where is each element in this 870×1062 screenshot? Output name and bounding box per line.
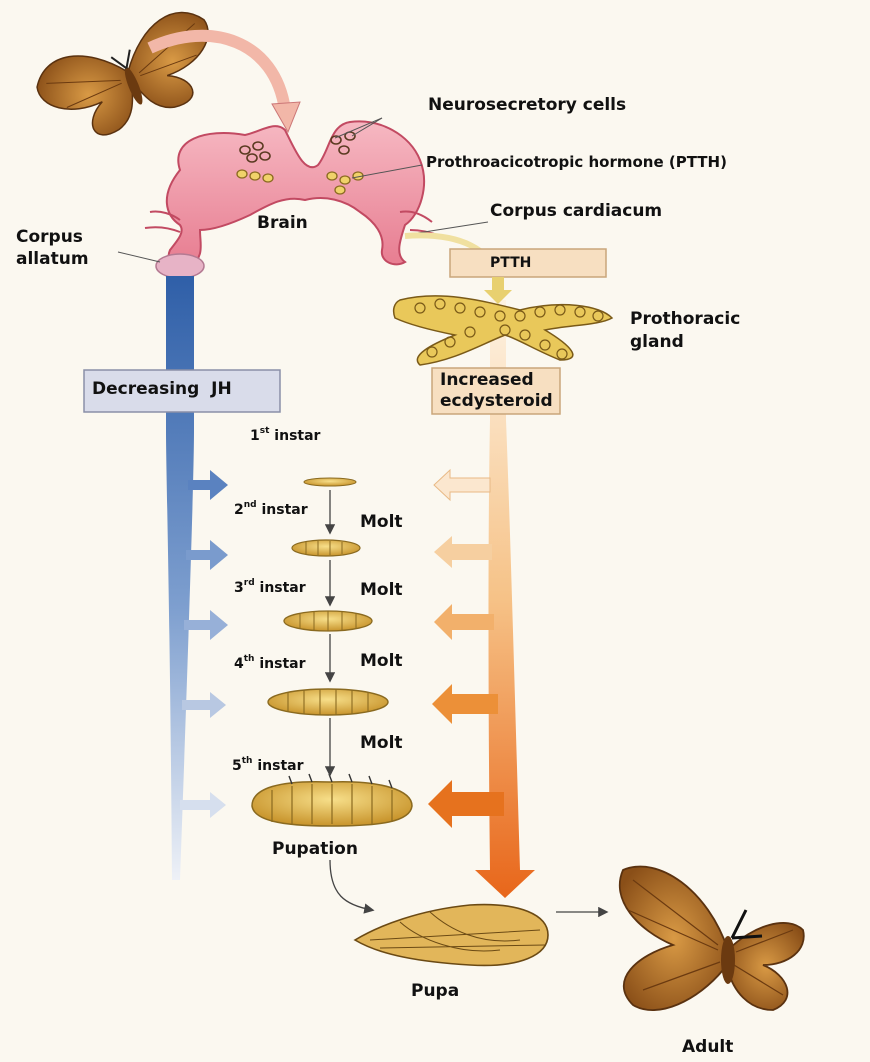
molt-label-1: Molt: [360, 513, 403, 533]
larva-4th-instar: [268, 689, 388, 715]
instar-1-label: 1st instar: [250, 428, 320, 444]
pupation-label: Pupation: [272, 840, 358, 860]
prothoracic-gland-label-line2: gland: [630, 333, 684, 353]
pupa-label: Pupa: [411, 982, 459, 1002]
jh-box-label: Decreasing JH: [92, 380, 232, 400]
neurosecretory-cells-label: Neurosecretory cells: [428, 96, 626, 116]
molt-label-4: Molt: [360, 734, 403, 754]
larva-1st-instar: [304, 478, 356, 486]
ptth-box-label: PTTH: [490, 255, 531, 271]
corpus-allatum-label-line2: allatum: [16, 250, 89, 270]
instar-4-label: 4th instar: [234, 656, 306, 672]
instar-2-label: 2nd instar: [234, 502, 308, 518]
ptth-full-label: Prothroacicotropic hormone (PTTH): [426, 154, 727, 171]
adult-label: Adult: [682, 1038, 733, 1058]
corpus-allatum-gland: [156, 254, 204, 278]
larva-3rd-instar: [284, 611, 372, 631]
instar-5-label: 5th instar: [232, 758, 304, 774]
molt-label-3: Molt: [360, 652, 403, 672]
ecdysteroid-box-label-line1: Increased: [440, 371, 534, 391]
corpus-allatum-label-line1: Corpus: [16, 228, 83, 248]
larva-2nd-instar: [292, 540, 360, 556]
brain-label: Brain: [257, 214, 308, 234]
ecdysteroid-box-label-line2: ecdysteroid: [440, 392, 553, 412]
prothoracic-gland-label-line1: Prothoracic: [630, 310, 740, 330]
corpus-cardiacum-label: Corpus cardiacum: [490, 202, 662, 222]
instar-3-label: 3rd instar: [234, 580, 306, 596]
molt-label-2: Molt: [360, 581, 403, 601]
